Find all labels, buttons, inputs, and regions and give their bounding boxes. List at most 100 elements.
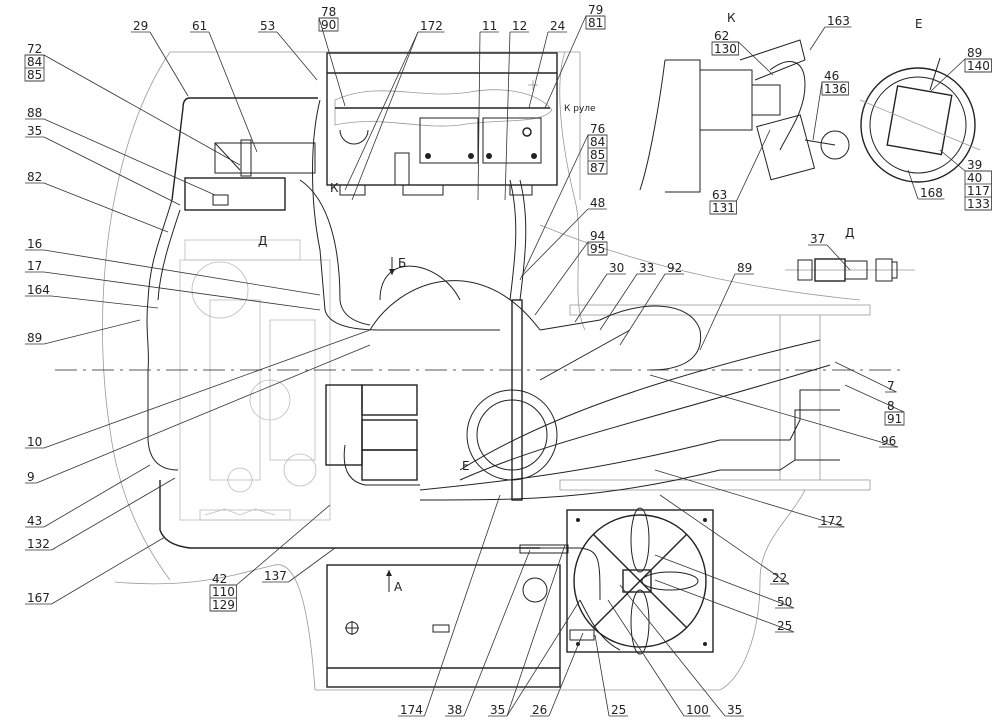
callout-12: 12	[504, 19, 529, 201]
callout-frame	[711, 41, 739, 56]
callout-26: 26	[530, 632, 584, 717]
callout-43: 43	[25, 464, 151, 528]
callout-number: 84	[590, 135, 605, 149]
callout-number: 131	[712, 201, 735, 215]
svg-text:Е: Е	[915, 17, 923, 31]
callout-48: 48	[522, 196, 607, 276]
callout-35: 35	[25, 124, 181, 206]
leader-line	[544, 15, 587, 109]
leader-line	[463, 549, 531, 717]
leader-line	[736, 129, 771, 202]
callout-frame	[884, 411, 905, 426]
callout-frame	[24, 54, 45, 82]
svg-text:Д: Д	[845, 226, 854, 240]
callout-number: 92	[667, 261, 682, 275]
callout-frame	[709, 200, 737, 215]
callout-33: 33	[599, 261, 656, 331]
callout-24: 24	[528, 19, 567, 109]
leader-line	[51, 477, 176, 551]
callout-50: 50	[654, 554, 795, 609]
callout-137: 137	[262, 547, 336, 583]
callout-number: 42	[212, 572, 227, 586]
callout-9: 9	[25, 344, 371, 484]
callout-number: 81	[588, 16, 603, 30]
callout-number: 63	[712, 188, 727, 202]
callout-174: 174	[398, 494, 501, 717]
callout-frame	[585, 15, 606, 30]
svg-text:Б: Б	[398, 256, 406, 270]
callout-number: 37	[810, 232, 825, 246]
callout-number: 89	[967, 46, 982, 60]
callout-167: 167	[25, 536, 166, 605]
callout-82: 82	[25, 170, 169, 233]
callout-number: 46	[824, 69, 839, 83]
callout-number: 30	[609, 261, 624, 275]
callout-frame	[587, 241, 608, 256]
callout-25: 25	[654, 579, 795, 633]
callout-22: 22	[659, 494, 790, 585]
leader-line	[659, 494, 790, 585]
callout-number: 76	[590, 122, 605, 136]
leader-line	[574, 273, 608, 323]
callout-number: 35	[27, 124, 42, 138]
view-tag-e: Е	[462, 459, 470, 473]
machine-outline	[102, 51, 871, 691]
callout-29: 29	[131, 19, 189, 97]
leader-line	[43, 319, 141, 345]
callout-number: 89	[737, 261, 752, 275]
leader-line	[43, 271, 321, 311]
to-steering-note: К руле	[564, 104, 596, 114]
leader-line	[318, 17, 346, 107]
control-valve-block: Е	[325, 384, 558, 486]
callout-number: 174	[400, 703, 423, 717]
callout-number: 133	[967, 197, 990, 211]
callout-163: 163	[809, 14, 852, 51]
callout-number: 17	[27, 259, 42, 273]
leader-line	[826, 244, 851, 271]
callout-number: 35	[490, 703, 505, 717]
callout-172: 172	[344, 19, 445, 201]
callout-number: 25	[611, 703, 626, 717]
callout-168: 168	[907, 169, 945, 200]
callout-frame	[964, 170, 992, 211]
callout-number: 78	[321, 5, 336, 19]
callout-38: 38	[445, 549, 531, 717]
leader-line	[43, 54, 241, 166]
hydraulic-tank-lower: А	[326, 564, 561, 688]
callout-number: 164	[27, 283, 50, 297]
section-arrow-b: Б	[389, 256, 406, 275]
leader-line	[43, 329, 371, 449]
leader-line	[276, 31, 318, 81]
callout-number: 26	[532, 703, 547, 717]
leader-line	[351, 31, 419, 201]
leader-line	[619, 273, 666, 346]
leader-line	[619, 584, 726, 717]
callout-number: 85	[27, 68, 42, 82]
leader-line	[699, 273, 736, 351]
detail-view-d: Д	[785, 226, 915, 282]
leader-line	[43, 118, 216, 196]
leader-line	[594, 634, 610, 717]
callout-number: 12	[512, 19, 527, 33]
leader-line	[208, 31, 258, 153]
leader-line	[907, 169, 919, 200]
callout-8: 891	[844, 384, 905, 426]
callout-number: 38	[447, 703, 462, 717]
callout-number: 62	[714, 29, 729, 43]
callout-number: 43	[27, 514, 42, 528]
leader-line	[844, 384, 905, 413]
callout-number: 168	[920, 186, 943, 200]
callout-number: 172	[420, 19, 443, 33]
callout-number: 132	[27, 537, 50, 551]
callout-number: 7	[887, 379, 895, 393]
callout-number: 167	[27, 591, 50, 605]
callout-frame	[587, 134, 608, 175]
leader-line	[149, 31, 189, 97]
leader-line	[424, 494, 501, 717]
view-tag-d: Д	[258, 234, 267, 248]
